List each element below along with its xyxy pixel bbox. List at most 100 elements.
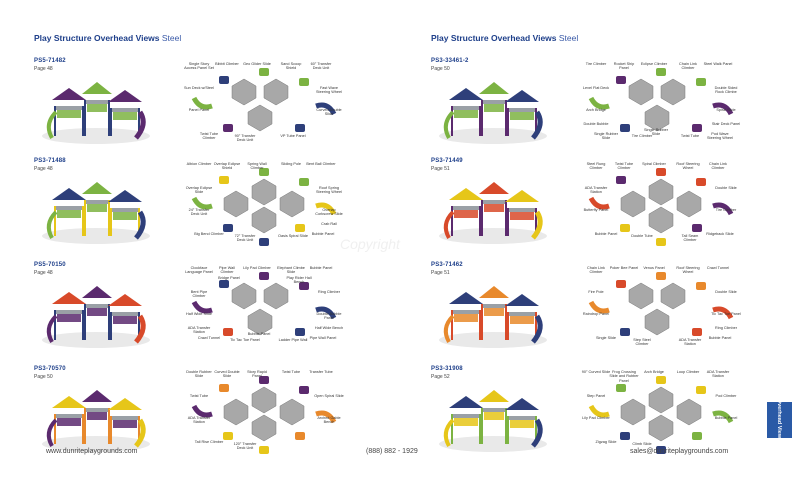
component-callout: Spiral Climber: [642, 162, 666, 166]
component-callout: Chain Link Climber: [709, 162, 727, 171]
component-callout: Bubble Panel: [708, 336, 732, 340]
overhead-views-side-tab[interactable]: Overhead Views: [767, 399, 792, 441]
product-photo: [40, 276, 152, 350]
component-callout: Ring Climber: [715, 326, 737, 330]
component-callout: Roof Spring Steering Wheel: [316, 186, 342, 195]
deck-shape: [251, 386, 277, 414]
component-callout: Roof Steering Wheel: [676, 266, 700, 275]
component-callout: Stair Deck Panel: [711, 122, 741, 126]
component-callout: Pod Wave Steering Wheel: [707, 132, 733, 141]
product-photo: [40, 172, 152, 246]
deck-shape: [676, 398, 702, 426]
product-photo: [40, 380, 152, 454]
product-photo: [437, 276, 549, 350]
product-code: PS3-71449: [431, 158, 463, 164]
component-callout: Ladder Pipe Wall: [278, 338, 308, 342]
deck-shape: [231, 282, 257, 310]
product-photo: [40, 72, 152, 146]
component-callout: Twist Tube Climber: [199, 132, 219, 141]
play-structure-photo: [42, 286, 150, 348]
deck-shape: [628, 78, 654, 106]
component-callout: Bubble Panel: [311, 232, 335, 236]
component-callout: Big Bend Climber: [194, 232, 224, 236]
component-callout: Curved Double Slide: [316, 108, 342, 117]
product-photo: [437, 72, 549, 146]
left-page-title: Play Structure Overhead Views Steel: [34, 33, 182, 43]
component-callout: Pipe Wall Panel: [309, 336, 337, 340]
component-callout: Crawl Tunnel: [706, 266, 730, 270]
overhead-plan-diagram: [588, 376, 734, 454]
product-photo: [437, 380, 549, 454]
deck-shape: [247, 308, 273, 336]
overhead-plan-diagram: [191, 68, 337, 132]
component-callout: Single Rubber Slide: [593, 132, 619, 141]
component-callout: Bibbit Climber: [215, 62, 239, 66]
component-callout: Spiral Slide: [716, 108, 736, 112]
deck-shape: [620, 190, 646, 218]
component-callout: Arched Gable Bench: [317, 416, 341, 425]
product-code: PS3-33461-2: [431, 58, 469, 64]
product-photo: [437, 172, 549, 246]
footer-phone: (888) 882 - 1929: [366, 448, 418, 455]
component-callout: Roof Steering Wheel: [676, 162, 700, 171]
deck-shape: [644, 308, 670, 336]
component-callout: Single Story Access Panel Set: [184, 62, 214, 71]
overhead-plan-diagram: [588, 68, 734, 132]
component-callout: Eclipse Climber: [640, 62, 668, 66]
deck-shape: [648, 386, 674, 414]
component-callout: Spring Wall Climber: [247, 162, 267, 171]
component-callout: Tire Climber: [585, 62, 607, 66]
product-code: PS5-71482: [34, 58, 66, 64]
component-callout: Fast Wave Steering Wheel: [316, 86, 342, 95]
component-callout: ADA Transfer Station: [678, 338, 702, 347]
component-callout: Pipe Wall Climber: [219, 266, 235, 275]
component-callout: 60° Transfer Deck Unit: [310, 62, 332, 71]
footer-website[interactable]: www.dunriteplaygrounds.com: [46, 448, 138, 455]
component-callout: Level Flat Deck: [582, 86, 610, 90]
component-callout: Bubble Panel: [247, 332, 271, 336]
page-reference: Page 52: [431, 374, 450, 380]
component-callout: Crawl Tunnel: [197, 336, 221, 340]
product-code: PS3-71488: [34, 158, 66, 164]
overhead-plan-diagram: [191, 168, 337, 246]
component-callout: Steel Walk Panel: [703, 62, 733, 66]
component-callout: Bubble Panel: [594, 232, 618, 236]
component-callout: Overlap Eclipse Shield: [213, 162, 241, 171]
component-callout: ADA Transfer Station: [187, 326, 211, 335]
deck-shape: [247, 104, 273, 132]
component-callout: Step Steel Climber: [633, 338, 651, 347]
component-callout: Double Tube: [631, 234, 653, 238]
component-callout: Tic Tac Toe Panel: [230, 338, 260, 342]
deck-shape: [648, 414, 674, 442]
component-callout: Zigzag Slide: [595, 440, 617, 444]
deck-shape: [676, 190, 702, 218]
component-callout: Double Sided Rock Climbe: [714, 86, 738, 95]
component-callout: Arch Bridge: [586, 108, 606, 112]
play-structure-photo: [439, 182, 547, 244]
deck-shape: [648, 178, 674, 206]
footer-email[interactable]: sales@dunriteplaygrounds.com: [630, 448, 729, 455]
component-callout: Sliding Pole: [280, 162, 302, 166]
component-callout: Twist Tube: [680, 134, 700, 138]
deck-shape: [231, 78, 257, 106]
overhead-plan-diagram: [588, 272, 734, 336]
deck-shape: [251, 178, 277, 206]
watermark: Copyright: [340, 236, 400, 252]
overhead-plan-diagram: [191, 272, 337, 336]
component-callout: Ridgeback Slide: [706, 232, 734, 236]
component-callout: Bridge Panel: [218, 276, 240, 280]
overhead-plan-diagram: [191, 376, 337, 454]
